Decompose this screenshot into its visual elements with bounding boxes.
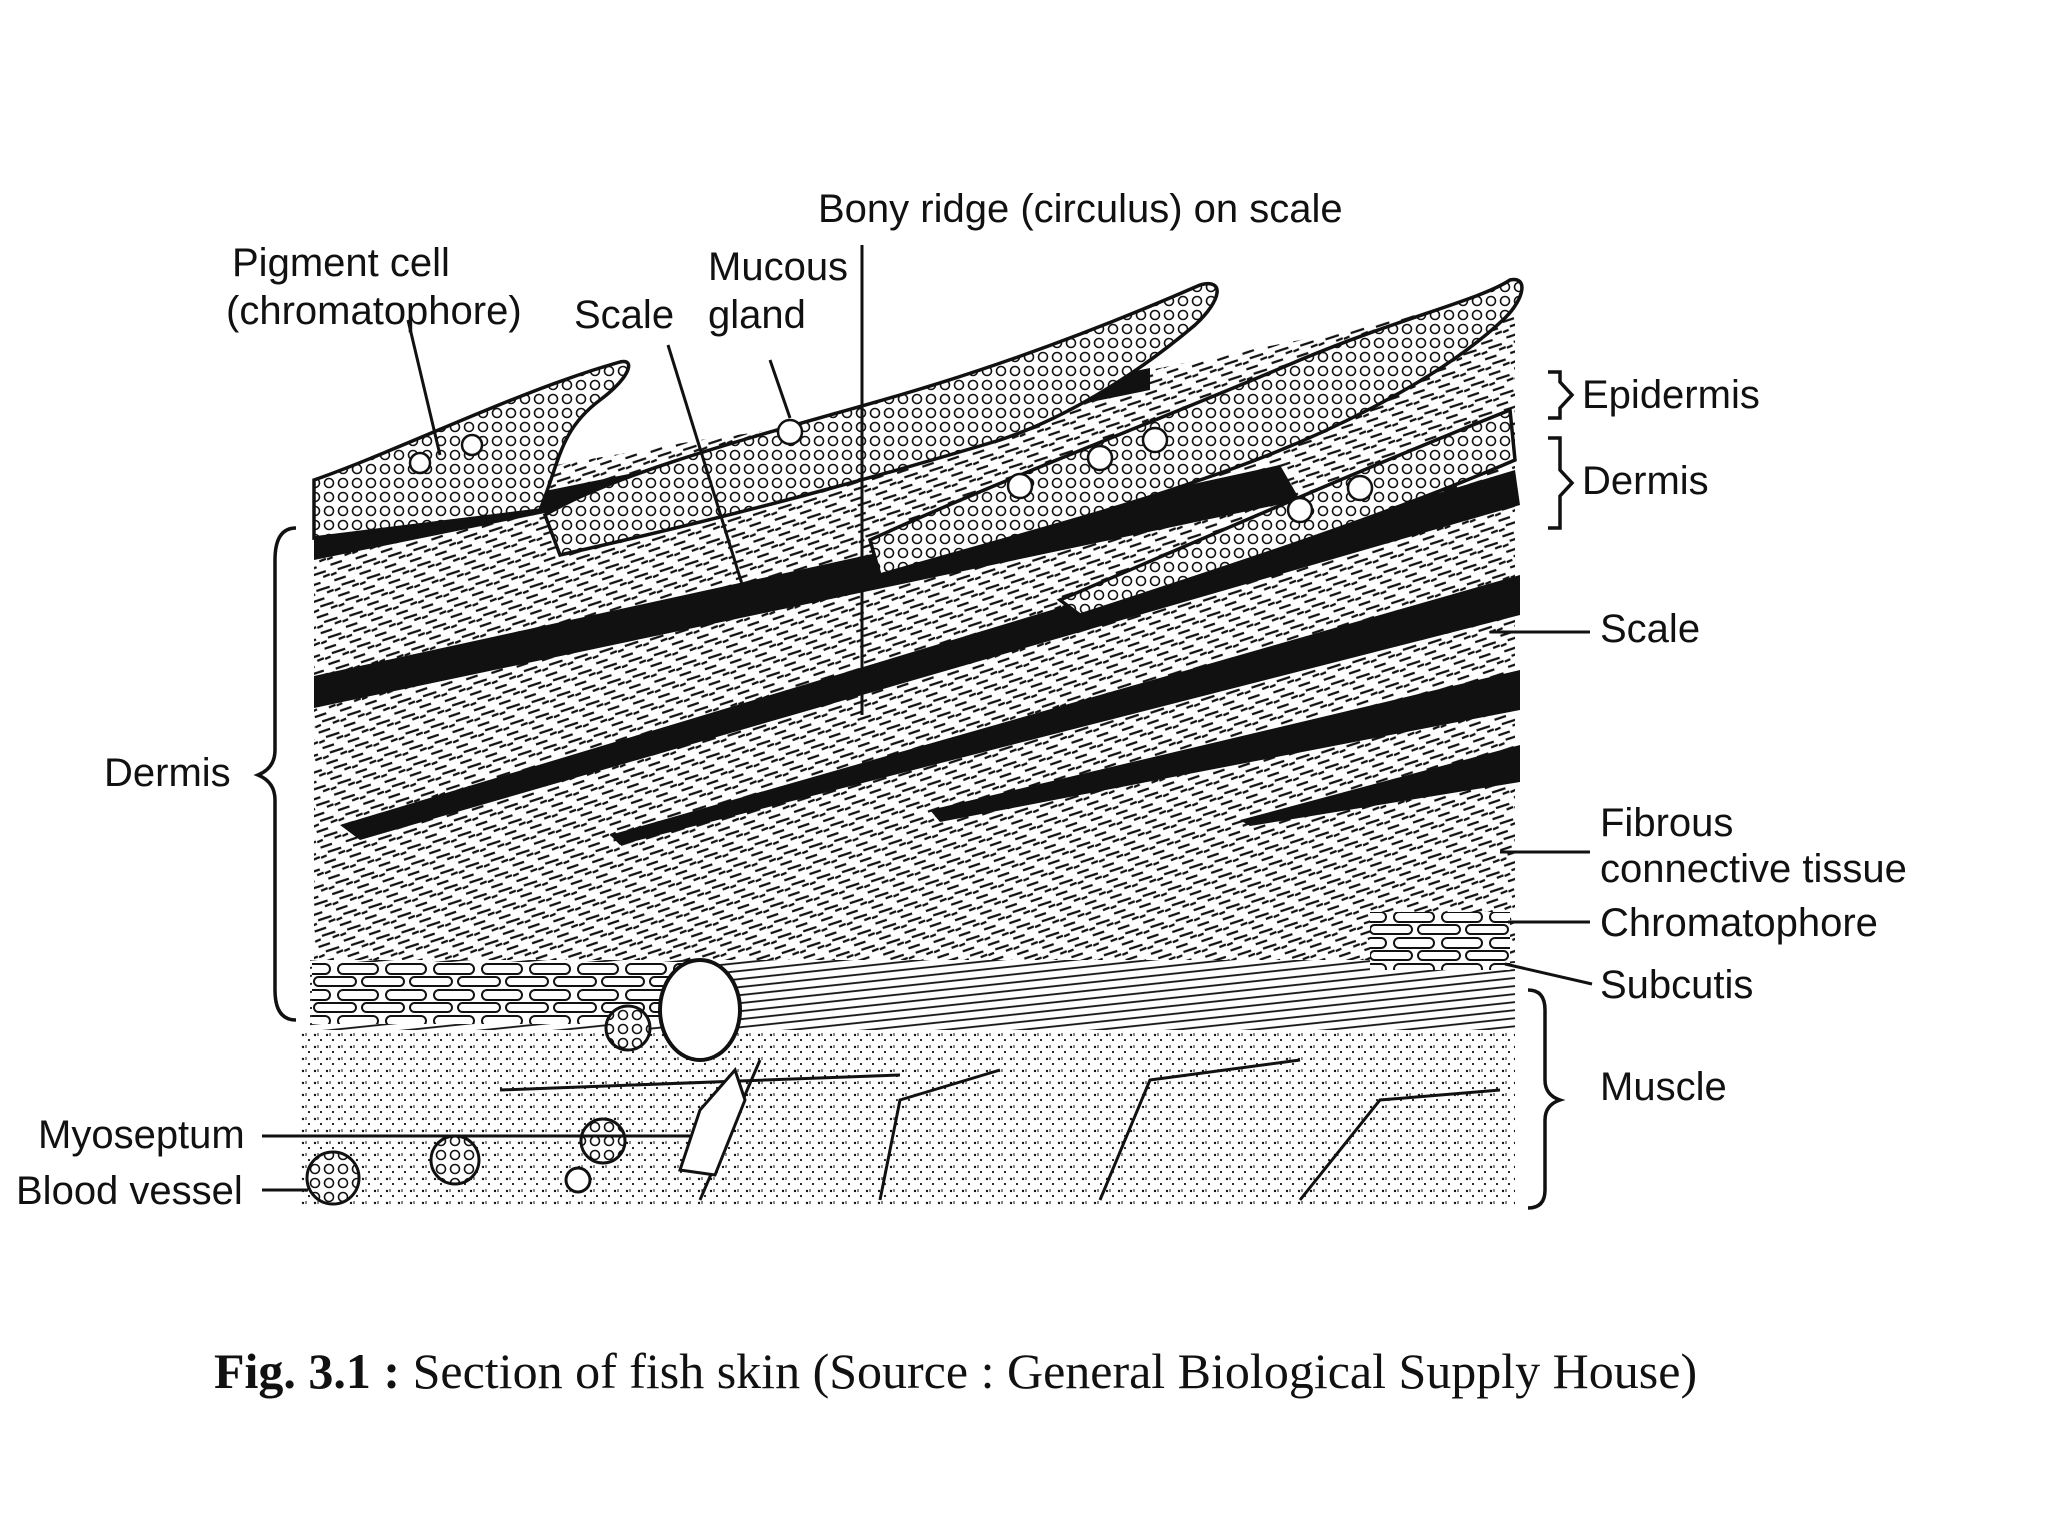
label-chromatophore: Chromatophore <box>1600 901 1878 945</box>
label-scale-top: Scale <box>574 293 674 337</box>
epidermis-brace <box>1548 370 1575 420</box>
label-gland: gland <box>708 293 806 337</box>
large-vessel <box>658 958 742 1062</box>
muscle-brace <box>1527 988 1566 1210</box>
label-fibrous: Fibrous <box>1600 801 1733 845</box>
label-pigment-cell-sub: (chromatophore) <box>226 289 522 333</box>
dermis-right-brace <box>1548 436 1575 530</box>
label-mucous: Mucous <box>708 245 848 289</box>
label-connective: connective tissue <box>1600 847 1907 891</box>
figure-caption: Fig. 3.1 : Section of fish skin (Source … <box>214 1343 1697 1399</box>
caption-text: Section of fish skin (Source : General B… <box>400 1343 1697 1399</box>
leader-lines <box>262 245 1593 1192</box>
caption-number: Fig. 3.1 : <box>214 1343 400 1399</box>
label-dermis-right: Dermis <box>1582 459 1709 503</box>
scale-fragment <box>678 1067 747 1177</box>
chromatophore-cells <box>1370 912 1510 970</box>
labels: Pigment cell (chromatophore) Scale Mucou… <box>16 187 1907 1213</box>
subcutis-leader <box>1504 962 1593 986</box>
label-bony-ridge: Bony ridge (circulus) on scale <box>818 187 1343 231</box>
label-myoseptum: Myoseptum <box>38 1113 245 1157</box>
label-muscle: Muscle <box>1600 1065 1727 1109</box>
pigment-cell-leader <box>406 319 442 456</box>
label-blood-vessel: Blood vessel <box>16 1169 243 1213</box>
blood-vessels <box>305 1004 652 1206</box>
mucous-glands <box>408 418 1374 524</box>
label-dermis-left: Dermis <box>104 751 231 795</box>
mucous-gland-leader <box>768 359 792 419</box>
dermis-left-brace <box>253 526 297 1022</box>
subcutis-cells <box>312 962 712 1024</box>
scale-top-leader <box>666 344 752 611</box>
muscle-region <box>300 1030 1515 1205</box>
braces <box>253 370 1575 1210</box>
tissue-section <box>300 277 1524 1206</box>
label-subcutis: Subcutis <box>1600 963 1753 1007</box>
label-epidermis: Epidermis <box>1582 373 1760 417</box>
label-scale-right: Scale <box>1600 607 1700 651</box>
label-pigment-cell: Pigment cell <box>232 241 450 285</box>
